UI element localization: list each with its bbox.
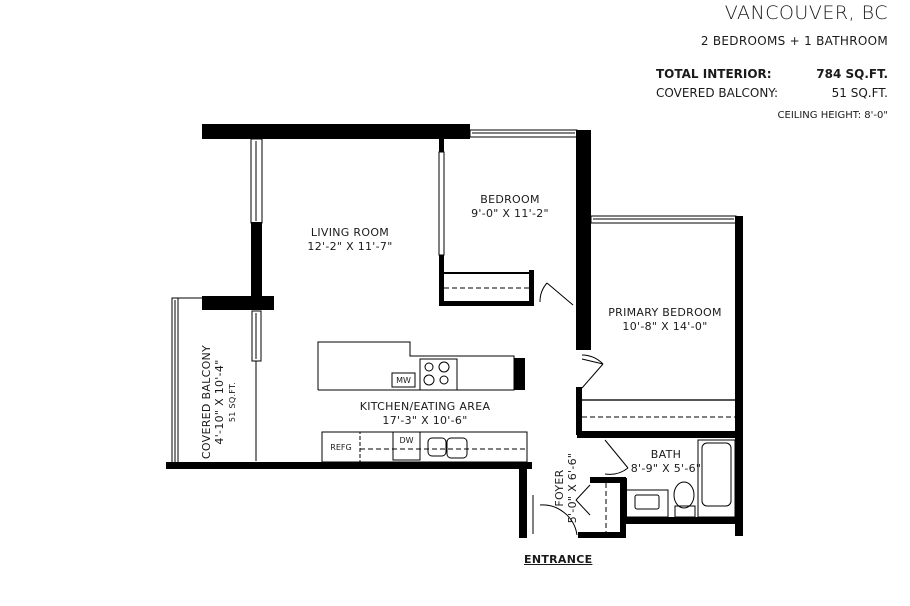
balcony-area: 51 SQ.FT. xyxy=(228,381,237,423)
balcony-label: COVERED BALCONY 4'-10" X 10'-4" 51 SQ.FT… xyxy=(200,342,240,462)
total-interior-value: 784 SQ.FT. xyxy=(816,67,888,81)
primary-bedroom-dims: 10'-8" X 14'-0" xyxy=(622,320,708,333)
primary-bedroom-name: PRIMARY BEDROOM xyxy=(608,306,722,319)
bedroom-name: BEDROOM xyxy=(480,193,540,206)
ceiling-height: CEILING HEIGHT: 8'-0" xyxy=(777,110,888,121)
location-title: VANCOUVER, BC xyxy=(724,2,888,24)
covered-balcony-label: COVERED BALCONY: xyxy=(656,86,779,100)
foyer-name: FOYER xyxy=(553,469,566,507)
bath-name: BATH xyxy=(650,448,682,461)
bath-dims: 8'-9" X 5'-6" xyxy=(630,462,702,475)
doors-closets xyxy=(444,272,735,536)
kitchen-dims: 17'-3" X 10'-6" xyxy=(382,414,468,427)
bath-label: BATH 8'-9" X 5'-6" xyxy=(626,448,706,476)
foyer-dims: 5'-0" X 6'-6" xyxy=(566,452,579,524)
bedroom-bathroom-summary: 2 BEDROOMS + 1 BATHROOM xyxy=(700,34,888,48)
kitchen-fixtures xyxy=(317,341,528,463)
living-room-dims: 12'-2" X 11'-7" xyxy=(307,240,393,253)
kitchen-label: KITCHEN/EATING AREA 17'-3" X 10'-6" xyxy=(350,400,500,428)
refrigerator-label: REFG xyxy=(330,443,352,452)
total-interior-label: TOTAL INTERIOR: xyxy=(656,67,772,81)
living-room-label: LIVING ROOM 12'-2" X 11'-7" xyxy=(295,226,405,254)
entrance-label: ENTRANCE xyxy=(524,553,593,566)
balcony-name: COVERED BALCONY xyxy=(200,344,213,460)
kitchen-name: KITCHEN/EATING AREA xyxy=(359,400,491,413)
balcony-dims: 4'-10" X 10'-4" xyxy=(213,359,226,445)
walls xyxy=(166,124,743,538)
foyer-label: FOYER 5'-0" X 6'-6" xyxy=(553,448,583,528)
bedroom-dims: 9'-0" X 11'-2" xyxy=(471,207,549,220)
bath-fixtures xyxy=(625,439,736,518)
microwave-label: MW xyxy=(396,376,411,385)
covered-balcony-value: 51 SQ.FT. xyxy=(831,86,888,100)
bedroom-label: BEDROOM 9'-0" X 11'-2" xyxy=(455,193,565,221)
dishwasher-label: DW xyxy=(399,436,414,445)
primary-bedroom-label: PRIMARY BEDROOM 10'-8" X 14'-0" xyxy=(595,306,735,334)
living-room-name: LIVING ROOM xyxy=(310,226,390,239)
windows xyxy=(171,129,737,465)
